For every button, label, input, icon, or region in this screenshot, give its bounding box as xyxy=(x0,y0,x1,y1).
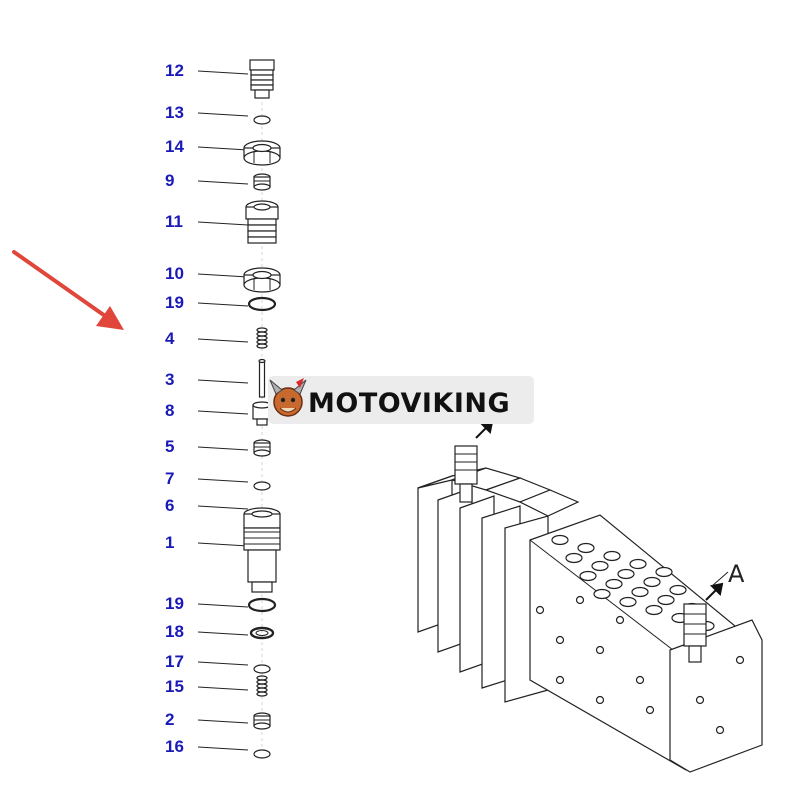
part-number-label: 11 xyxy=(165,212,183,231)
part-small-plug xyxy=(253,439,271,457)
leader-line xyxy=(197,379,249,384)
part-number-label: 12 xyxy=(165,61,184,80)
leader-line xyxy=(197,112,249,117)
part-spring xyxy=(256,675,268,697)
leader-line xyxy=(197,542,249,547)
leader-line xyxy=(197,446,249,451)
valve-block-assembly xyxy=(417,420,763,773)
part-number-label: 2 xyxy=(165,710,174,729)
leader-line xyxy=(197,719,249,724)
part-number-label: 19 xyxy=(165,594,184,613)
part-small-plug xyxy=(253,173,271,191)
part-small-plug xyxy=(253,712,271,730)
red-pointer-arrow-icon xyxy=(12,250,124,330)
part-number-label: 18 xyxy=(165,622,184,641)
part-o-ring xyxy=(247,597,277,613)
part-pin xyxy=(258,358,266,398)
leader-line xyxy=(197,273,249,278)
leader-line xyxy=(197,146,249,151)
leader-line xyxy=(197,180,249,185)
leader-line xyxy=(197,505,249,510)
part-number-label: 16 xyxy=(165,737,184,756)
part-small-ring xyxy=(253,749,271,759)
logo-badge: MOTOVIKING xyxy=(268,376,534,424)
part-number-label: 3 xyxy=(165,370,174,389)
part-labels: 12 13 14 9 11 10 19 4 3 8 5 7 6 1 19 18 17 15 2 16 xyxy=(165,61,184,756)
top-cartridge xyxy=(454,445,478,503)
part-threaded-cap xyxy=(249,59,275,99)
part-hex-nut xyxy=(243,267,281,293)
viking-mascot-icon xyxy=(269,378,307,417)
part-backup-ring xyxy=(249,626,275,640)
leader-line xyxy=(197,221,249,226)
pointer-arrow-icon xyxy=(475,420,494,439)
part-number-label: 10 xyxy=(165,264,184,283)
part-number-label: 13 xyxy=(165,103,184,122)
leader-line xyxy=(197,631,249,636)
part-number-label: 1 xyxy=(165,533,174,552)
leader-line xyxy=(197,686,249,691)
part-threaded-sleeve xyxy=(245,200,279,244)
side-cartridge xyxy=(683,603,707,663)
leader-line xyxy=(197,338,249,343)
part-number-label: 15 xyxy=(165,677,184,696)
view-label: A xyxy=(728,560,745,588)
exploded-parts xyxy=(243,59,281,759)
part-spring xyxy=(256,327,268,349)
leader-line xyxy=(197,746,249,751)
logo-text: MOTOVIKING xyxy=(308,388,510,419)
leader-line xyxy=(197,478,249,483)
part-number-label: 8 xyxy=(165,401,174,420)
part-o-ring xyxy=(247,296,277,312)
part-small-ring xyxy=(253,481,271,491)
part-number-label: 4 xyxy=(165,329,175,348)
part-valve-body xyxy=(243,507,281,593)
part-number-label: 6 xyxy=(165,496,174,515)
leader-line xyxy=(197,603,249,608)
part-number-label: 17 xyxy=(165,652,184,671)
part-number-label: 14 xyxy=(165,137,184,156)
part-small-ring xyxy=(253,115,271,125)
part-number-label: 7 xyxy=(165,469,174,488)
leader-line xyxy=(197,302,249,307)
part-number-label: 9 xyxy=(165,171,174,190)
pointer-arrow-icon xyxy=(705,582,724,601)
part-small-ring xyxy=(253,664,271,674)
part-number-label: 5 xyxy=(165,437,174,456)
leader-line xyxy=(197,410,249,415)
part-number-label: 19 xyxy=(165,293,184,312)
part-hex-nut xyxy=(243,140,281,166)
leader-line xyxy=(197,661,249,666)
leader-line xyxy=(197,70,249,75)
